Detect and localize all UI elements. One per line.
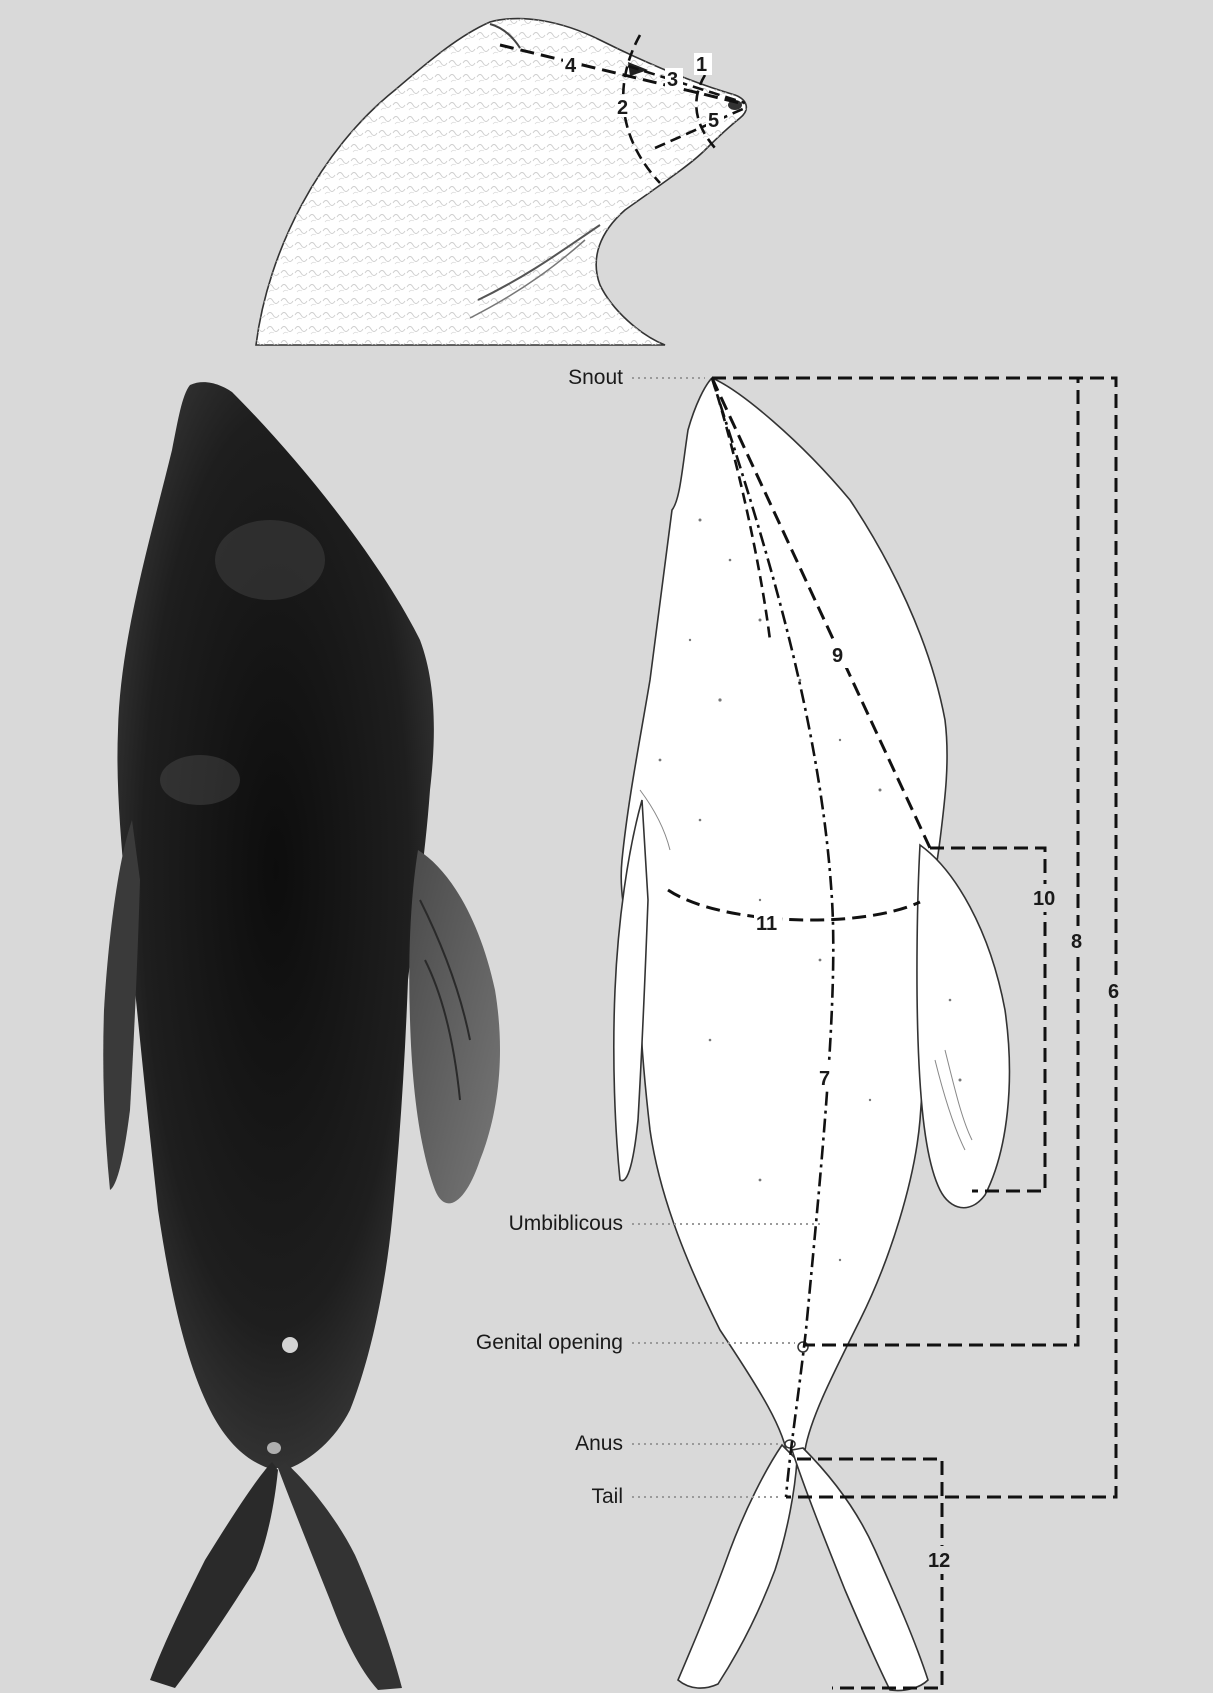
drawing-body-outline bbox=[621, 378, 947, 1470]
drawing-left-flipper bbox=[614, 800, 648, 1181]
measure-3-label: 3 bbox=[667, 69, 678, 91]
measure-4-label: 4 bbox=[565, 55, 577, 77]
measure-6-label: 6 bbox=[1108, 981, 1119, 1003]
measure-5-label: 5 bbox=[708, 110, 719, 132]
measure-8-label: 8 bbox=[1071, 931, 1082, 953]
measure-2-label: 2 bbox=[617, 97, 628, 119]
measure-7-label: 7 bbox=[819, 1068, 830, 1090]
seal-photo-right-hindflipper bbox=[278, 1462, 402, 1690]
seal-photo-left-flipper bbox=[103, 820, 140, 1190]
snout-label: Snout bbox=[568, 366, 623, 389]
genital-opening-label: Genital opening bbox=[476, 1331, 623, 1354]
umbilicus-label: Umbiblicous bbox=[509, 1212, 623, 1235]
measure-9-label: 9 bbox=[832, 645, 843, 667]
anus-label: Anus bbox=[575, 1432, 623, 1455]
drawing-right-flipper bbox=[917, 845, 1009, 1208]
head-profile-drawing bbox=[256, 19, 746, 345]
drawing-left-hindflipper bbox=[678, 1445, 797, 1688]
measure-1-label: 1 bbox=[696, 54, 707, 76]
drawing-right-hindflipper bbox=[792, 1448, 928, 1691]
measure-12-label: 12 bbox=[928, 1550, 950, 1572]
seal-photo-left-hindflipper bbox=[150, 1462, 278, 1688]
seal-ventral-drawing bbox=[614, 378, 1010, 1691]
tail-label: Tail bbox=[591, 1485, 623, 1508]
seal-photo-right-flipper bbox=[409, 850, 500, 1203]
measure-11-label: 11 bbox=[756, 913, 777, 935]
seal-photo bbox=[103, 382, 500, 1690]
measure-10-label: 10 bbox=[1033, 888, 1055, 910]
